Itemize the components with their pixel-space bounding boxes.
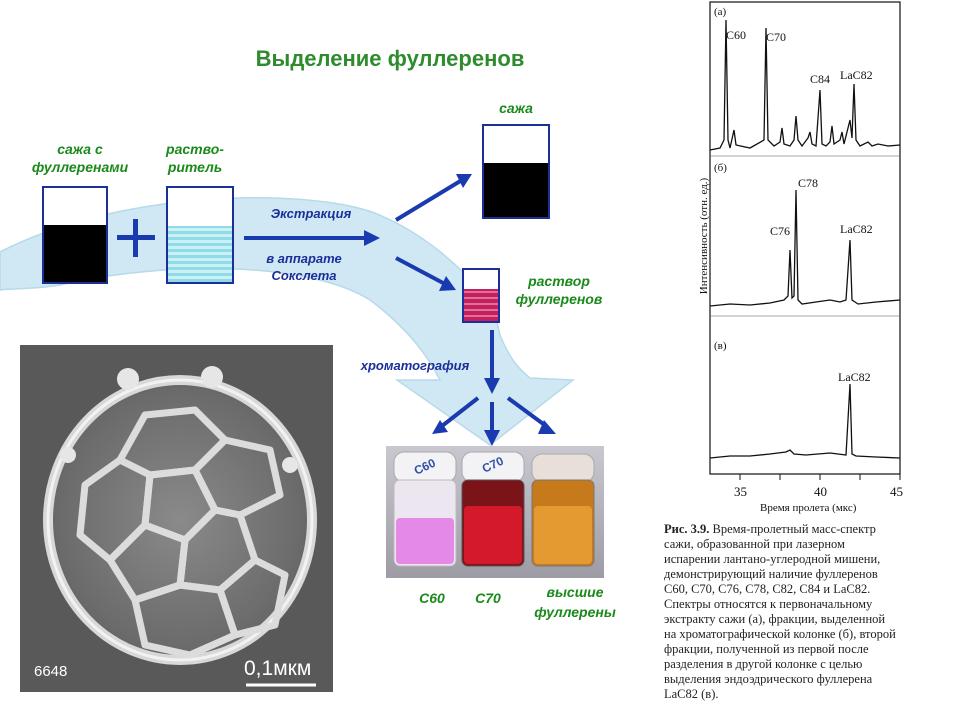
label-higher-fullerenes: высшие фуллерены: [534, 584, 616, 620]
peak-c-lac82: LaC82: [838, 370, 871, 384]
peak-b-lac82: LaC82: [840, 222, 873, 236]
caption-fig-number: Рис. 3.9.: [664, 522, 710, 536]
label-fullerene-solution: раствор фуллеренов: [515, 273, 603, 307]
micrograph: 6648 0,1мкм: [20, 345, 333, 692]
label-c60: C60: [419, 590, 445, 606]
arrow-to-higher: [506, 396, 548, 428]
label-soot: сажа: [499, 100, 533, 116]
peak-a-c70: C70: [766, 30, 787, 44]
spectra-x-label: Время пролета (мкс): [760, 502, 857, 514]
x-tick-45: 45: [890, 484, 903, 499]
beaker-solution: [462, 268, 500, 323]
label-soxhlet: в аппарате Сокслета: [266, 251, 342, 283]
arrow-to-c60: [440, 396, 480, 428]
mass-spectrum-figure: (а) (б) (в) C60 C70 C84 LaC82 C78 C76 La…: [690, 0, 910, 520]
label-soot-fullerenes: сажа с фуллеренами: [31, 141, 129, 175]
beaker-soot: [482, 124, 550, 219]
label-solvent: раство-ритель: [166, 141, 224, 175]
arrow-to-soot: [394, 178, 464, 222]
beaker-solvent: [166, 186, 234, 284]
vial-cap-3: [531, 453, 595, 483]
fullerene-model-image: [20, 345, 333, 692]
figure-caption: Рис. 3.9. Время-пролетный масс-спектр са…: [664, 522, 896, 702]
label-c70: C70: [475, 590, 501, 606]
page-title: Выделение фуллеренов: [255, 46, 525, 71]
peak-b-c76: C76: [770, 224, 791, 238]
peak-b-c78: C78: [798, 176, 819, 190]
spectra-y-label: Интенсивность (отн. ед.): [698, 177, 710, 295]
label-extraction: Экстракция: [270, 206, 352, 221]
beaker-soot-fullerenes: [42, 186, 108, 284]
panel-b-label: (б): [714, 162, 727, 174]
micrograph-scale: 0,1мкм: [244, 657, 312, 680]
peak-a-c60: C60: [726, 28, 747, 42]
peak-a-c84: C84: [810, 72, 831, 86]
x-tick-35: 35: [734, 484, 747, 499]
panel-a-label: (а): [714, 6, 727, 18]
process-band: [0, 197, 576, 446]
vials-photo: C60 C70: [386, 446, 604, 578]
process-diagram: [0, 174, 576, 446]
label-chromatography: хроматография: [360, 358, 470, 373]
peak-a-lac82: LaC82: [840, 68, 873, 82]
micrograph-id: 6648: [34, 663, 68, 680]
spectra-plot: [709, 1, 901, 480]
x-tick-40: 40: [814, 484, 827, 499]
caption-text: Время-пролетный масс-спектр сажи, образо…: [664, 522, 896, 701]
panel-c-label: (в): [714, 340, 727, 352]
arrow-to-solution: [395, 256, 446, 286]
